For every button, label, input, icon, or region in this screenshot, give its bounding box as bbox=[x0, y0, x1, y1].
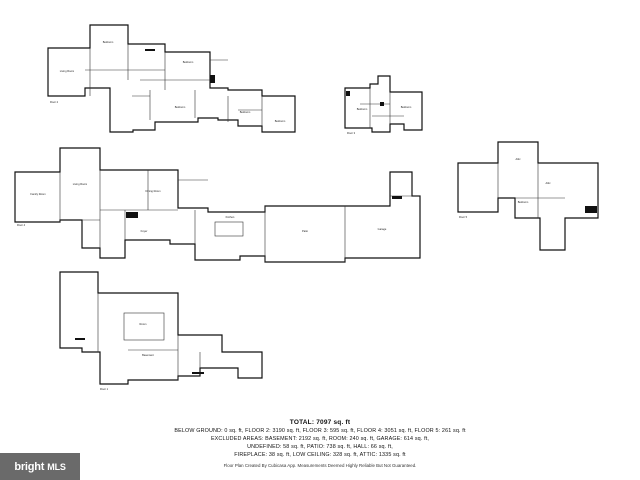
bright-mls-watermark: bright MLS bbox=[0, 453, 80, 480]
svg-text:Bedroom: Bedroom bbox=[103, 40, 114, 44]
svg-text:Living Room: Living Room bbox=[60, 69, 74, 73]
floor-areas-line: BELOW GROUND: 0 sq. ft, FLOOR 2: 3190 sq… bbox=[174, 428, 466, 434]
svg-text:Living Room: Living Room bbox=[73, 182, 87, 186]
watermark-text: bright bbox=[14, 460, 45, 473]
total-area: TOTAL: 7097 sq. ft bbox=[289, 419, 351, 426]
svg-text:Room: Room bbox=[140, 322, 147, 326]
watermark-suffix: MLS bbox=[47, 461, 66, 472]
svg-text:Family Room: Family Room bbox=[30, 192, 45, 196]
svg-text:Bedroom: Bedroom bbox=[401, 105, 412, 109]
svg-text:Bedroom: Bedroom bbox=[275, 119, 286, 123]
svg-text:Kitchen: Kitchen bbox=[226, 215, 235, 219]
svg-text:Foyer: Foyer bbox=[141, 229, 148, 233]
svg-text:Floor 4: Floor 4 bbox=[17, 223, 26, 227]
plan-lower-basement: Room Basement Floor 1 bbox=[59, 271, 263, 391]
svg-text:Dining Room: Dining Room bbox=[146, 189, 161, 193]
svg-text:Attic: Attic bbox=[545, 181, 551, 185]
svg-text:Attic: Attic bbox=[515, 157, 521, 161]
svg-text:Patio: Patio bbox=[302, 229, 308, 233]
svg-text:Floor 5: Floor 5 bbox=[459, 215, 468, 219]
excluded-areas-line: EXCLUDED AREAS: BASEMENT: 2192 sq. ft, R… bbox=[210, 436, 430, 442]
plan-right-attic: Attic Attic Bedroom Floor 5 bbox=[457, 141, 599, 251]
other-areas-line: FIREPLACE: 38 sq. ft, LOW CEILING: 328 s… bbox=[234, 452, 406, 458]
credit-line: Floor Plan Created By Cubicasa App. Meas… bbox=[223, 463, 417, 468]
svg-text:Bedroom: Bedroom bbox=[240, 110, 251, 114]
svg-text:Bedroom: Bedroom bbox=[175, 105, 186, 109]
plan-middle-main: Family Room Living Room Dining Room Kitc… bbox=[14, 147, 421, 263]
plan-upper-right: Bedroom Bedroom Floor 3 bbox=[344, 75, 423, 135]
svg-text:Floor 3: Floor 3 bbox=[347, 131, 356, 135]
svg-text:Basement: Basement bbox=[142, 353, 154, 357]
svg-text:Floor 1: Floor 1 bbox=[100, 387, 109, 391]
svg-text:Floor 2: Floor 2 bbox=[50, 100, 59, 104]
svg-text:Garage: Garage bbox=[378, 227, 387, 231]
svg-text:Bedroom: Bedroom bbox=[183, 60, 194, 64]
svg-text:Bedroom: Bedroom bbox=[357, 107, 368, 111]
plan-upper-left: Living Room Bedroom Bedroom Bedroom Bedr… bbox=[47, 24, 296, 133]
undefined-areas-line: UNDEFINED: 58 sq. ft, PATIO: 738 sq. ft,… bbox=[247, 444, 393, 450]
svg-text:Bedroom: Bedroom bbox=[518, 200, 529, 204]
